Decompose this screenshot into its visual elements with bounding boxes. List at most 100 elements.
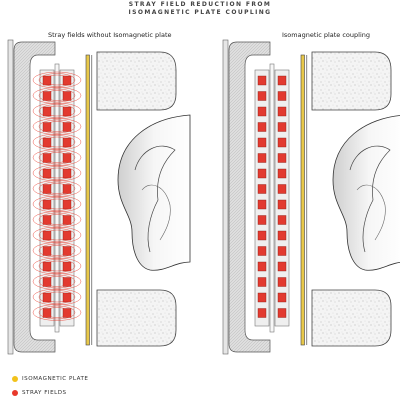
stray-field-loop <box>38 88 76 103</box>
magnet <box>62 308 72 318</box>
stray-field-loop <box>44 260 70 272</box>
stray-field-loop <box>32 273 82 290</box>
figure-title-line1: STRAY FIELD REDUCTION FROM <box>128 1 272 8</box>
panel-without-plate <box>7 39 191 355</box>
stray-field-loop <box>38 228 76 242</box>
stray-field-loop <box>44 152 70 163</box>
isomagnetic-plate <box>300 54 305 346</box>
panel-left-label: Stray fields without Isomagnetic plate <box>48 31 172 39</box>
stray-field-loop <box>32 304 82 321</box>
stray-field-loop <box>32 195 82 213</box>
magnet <box>42 308 52 318</box>
magnet <box>277 91 287 101</box>
magnet <box>62 184 72 194</box>
magnet <box>257 106 267 117</box>
magnet <box>42 153 52 163</box>
magnet <box>42 246 52 256</box>
stray-field-loop <box>38 305 76 320</box>
stray-field-loop <box>32 180 82 197</box>
stray-field-loop <box>44 229 70 241</box>
magnet <box>42 75 52 86</box>
magnet <box>62 230 72 241</box>
magnet <box>277 230 287 241</box>
panel-with-plate <box>222 39 400 355</box>
stray-field-loop <box>32 211 82 228</box>
magnet <box>277 122 287 132</box>
magnet <box>277 308 287 318</box>
stray-field-loop <box>38 243 76 258</box>
stray-field-loop <box>32 242 82 259</box>
red-dot-icon <box>12 390 18 396</box>
ear-inner-fold <box>134 145 176 253</box>
magnet <box>42 261 52 272</box>
stray-field-loop <box>44 291 70 303</box>
plate-backing <box>306 55 308 345</box>
legend-item-stray-fields: STRAY FIELDS <box>12 390 67 396</box>
magnet <box>277 75 287 86</box>
magnet <box>62 277 72 287</box>
stray-field-loop <box>38 181 76 196</box>
stray-field-loop <box>38 119 76 134</box>
stray-field-loop <box>38 166 76 180</box>
magnet <box>62 246 72 256</box>
magnet <box>257 137 267 148</box>
magnet <box>42 106 52 117</box>
stray-field-loop <box>44 307 70 318</box>
magnet <box>62 91 72 101</box>
magnet <box>257 184 267 194</box>
magnet <box>277 168 287 179</box>
magnet <box>257 292 267 303</box>
stray-field-loop <box>38 150 76 165</box>
magnet <box>62 215 72 225</box>
isomagnetic-plate <box>85 54 90 346</box>
magnet <box>42 168 52 179</box>
stray-field-loop <box>32 118 82 135</box>
stray-field-loop <box>38 197 76 211</box>
magnet <box>42 230 52 241</box>
magnet <box>62 75 72 86</box>
stray-field-loop <box>38 135 76 149</box>
magnet <box>277 246 287 256</box>
stray-field-loop <box>32 257 82 275</box>
magnet <box>277 184 287 194</box>
figure-title-line2: ISOMAGNETIC PLATE COUPLING <box>128 9 272 16</box>
stray-field-loop <box>44 276 70 287</box>
magnet <box>257 230 267 241</box>
stray-field-loop <box>44 121 70 132</box>
magnet <box>257 122 267 132</box>
magnet <box>62 261 72 272</box>
magnet <box>62 122 72 132</box>
ear <box>332 115 400 271</box>
stray-field-loop <box>38 274 76 289</box>
stray-field-loop <box>44 136 70 148</box>
magnet <box>42 122 52 132</box>
housing-edge <box>222 39 229 355</box>
stray-field-loop <box>32 149 82 166</box>
magnet <box>277 277 287 287</box>
ear-pad-bottom <box>311 289 392 347</box>
stray-field-loop <box>44 245 70 256</box>
stray-field-loop <box>44 90 70 101</box>
stray-field-loop <box>44 74 70 86</box>
housing <box>228 41 271 353</box>
magnet <box>257 308 267 318</box>
magnet <box>62 153 72 163</box>
stray-field-loop <box>38 290 76 304</box>
magnet <box>257 91 267 101</box>
magnet <box>277 153 287 163</box>
magnet <box>62 199 72 210</box>
stray-field-loop <box>32 164 82 182</box>
stray-field-loop <box>32 71 82 89</box>
stray-field-loop <box>32 87 82 104</box>
magnet <box>42 199 52 210</box>
housing <box>13 41 56 353</box>
housing-edge <box>7 39 14 355</box>
stray-field-loop <box>38 259 76 273</box>
stray-field-loop <box>44 214 70 225</box>
ear <box>117 114 191 271</box>
stray-field-loop <box>32 288 82 306</box>
diaphragm <box>54 63 60 333</box>
stray-field-loop <box>44 183 70 194</box>
magnet <box>277 137 287 148</box>
magnet <box>277 106 287 117</box>
